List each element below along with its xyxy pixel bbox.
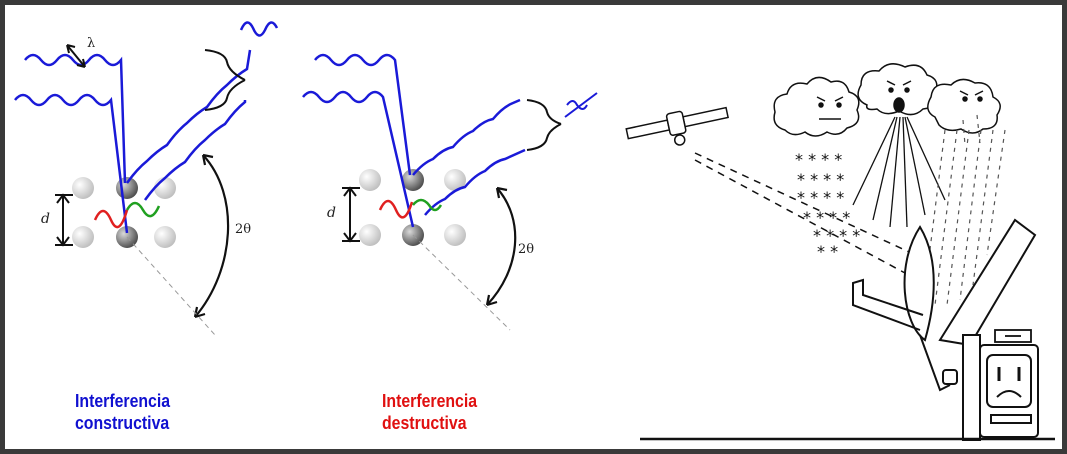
satellite-dish-icon bbox=[852, 225, 958, 392]
incident-wave bbox=[24, 53, 127, 184]
svg-text:* * * *: * * * * bbox=[797, 170, 844, 189]
wavefront-brace bbox=[204, 49, 246, 111]
caption-line: destructiva bbox=[382, 413, 467, 433]
signal-beam bbox=[694, 159, 906, 274]
satellite-icon bbox=[625, 106, 729, 146]
caption-constructive: Interferencia constructiva bbox=[75, 390, 170, 434]
atom bbox=[359, 169, 381, 191]
angle-arc-arrowheads bbox=[485, 186, 508, 307]
atom bbox=[359, 224, 381, 246]
lambda-label: λ bbox=[87, 36, 95, 51]
destructive-diagram: d 2θ bbox=[302, 53, 598, 331]
decoder-box-icon bbox=[994, 329, 1032, 343]
diffracted-wave-top bbox=[239, 21, 279, 37]
caption-destructive: Interferencia destructiva bbox=[382, 390, 477, 434]
caption-line: constructiva bbox=[75, 413, 170, 433]
incident-wave bbox=[314, 53, 412, 176]
diffracted-wave bbox=[143, 100, 247, 201]
path-difference-green bbox=[125, 201, 161, 218]
angle-arc bbox=[194, 154, 230, 318]
d-label: d bbox=[41, 211, 50, 227]
satellite-scene: * * * * * * * * * * * * * * * * * * * * … bbox=[625, 63, 1055, 441]
incident-wave bbox=[302, 90, 415, 228]
angle-label: 2θ bbox=[235, 222, 251, 237]
d-label: d bbox=[327, 205, 336, 221]
storm-cloud-icon bbox=[773, 63, 1001, 137]
atom bbox=[72, 226, 94, 248]
diffracted-wave bbox=[125, 49, 252, 184]
atom bbox=[444, 224, 466, 246]
atom bbox=[154, 177, 176, 199]
diffracted-wave bbox=[412, 98, 521, 176]
svg-text:* * * *: * * * * bbox=[813, 226, 860, 245]
angle-arc-arrowheads bbox=[193, 153, 214, 319]
angle-arc bbox=[486, 187, 517, 306]
figure-svg: λ d 2θ d 2θ bbox=[14, 21, 1055, 441]
path-difference-red bbox=[93, 209, 129, 229]
atom bbox=[444, 169, 466, 191]
caption-line: Interferencia bbox=[75, 391, 171, 411]
diffracted-wave bbox=[424, 148, 526, 216]
svg-text:* * * *: * * * * bbox=[803, 208, 850, 227]
reference-line bbox=[412, 234, 511, 331]
atom bbox=[72, 177, 94, 199]
snow-icon: * * * * * * * * * * * * * * * * * * * * … bbox=[795, 150, 860, 261]
reference-line bbox=[126, 236, 216, 336]
svg-text:* * * *: * * * * bbox=[795, 150, 842, 169]
building bbox=[938, 218, 1037, 441]
caption-line: Interferencia bbox=[382, 391, 478, 411]
path-difference-red bbox=[378, 199, 414, 219]
atom bbox=[402, 169, 424, 191]
crystal-atoms bbox=[359, 169, 466, 246]
angle-label: 2θ bbox=[518, 242, 534, 257]
svg-text:* *: * * bbox=[817, 242, 838, 261]
cloud-face bbox=[816, 80, 984, 120]
constructive-diagram: λ d 2θ bbox=[14, 21, 279, 336]
figure-panel: λ d 2θ d 2θ bbox=[5, 5, 1062, 449]
path-difference-green bbox=[412, 198, 443, 212]
storm-rays bbox=[852, 116, 946, 228]
atom bbox=[116, 177, 138, 199]
wavelength-arrow bbox=[66, 44, 86, 68]
tv-sad-face-icon bbox=[979, 344, 1039, 438]
spacing-arrow bbox=[55, 193, 73, 247]
signal-beam bbox=[694, 152, 921, 258]
incident-wave bbox=[14, 93, 129, 234]
cancelled-wave bbox=[564, 92, 598, 118]
spacing-arrow bbox=[342, 186, 360, 243]
wavefront-brace bbox=[526, 99, 562, 151]
atom bbox=[154, 226, 176, 248]
svg-text:* * * *: * * * * bbox=[797, 188, 844, 207]
